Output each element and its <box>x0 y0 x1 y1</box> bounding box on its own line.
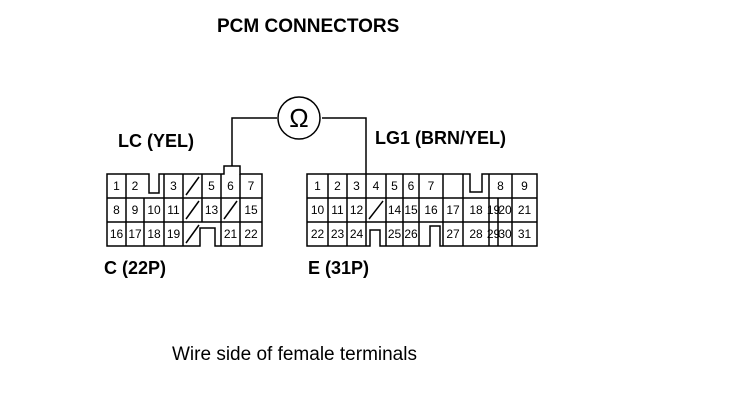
pin-number: 21 <box>224 227 238 241</box>
pin-number: 19 <box>487 203 501 217</box>
lead-wire-left <box>231 117 277 166</box>
pin-number: 14 <box>388 203 402 217</box>
pin-number: 5 <box>391 179 398 193</box>
pin-number: 10 <box>147 203 161 217</box>
pin-number: 11 <box>331 203 344 217</box>
pin-number: 22 <box>244 227 258 241</box>
pin-number: 20 <box>498 203 512 217</box>
pin-number: 29 <box>487 227 501 241</box>
diagram-title: PCM CONNECTORS <box>217 16 400 37</box>
pin-number: 11 <box>167 203 180 217</box>
pin-number: 2 <box>334 179 341 193</box>
pin-number: 18 <box>469 203 483 217</box>
connector-c-wire-label: LC (YEL) <box>118 131 194 151</box>
blank-pin-slash <box>185 200 200 220</box>
pin-number: 10 <box>311 203 325 217</box>
blank-pin-slash <box>185 176 200 196</box>
pin-number: 13 <box>205 203 219 217</box>
pin-number: 8 <box>113 203 120 217</box>
ohm-symbol: Ω <box>289 103 308 133</box>
lead-wire-right <box>322 117 367 174</box>
pin-number: 16 <box>110 227 124 241</box>
connector-e-grid <box>307 174 537 246</box>
pin-number: 7 <box>248 179 255 193</box>
pin-number: 17 <box>128 227 142 241</box>
pin-number: 18 <box>147 227 161 241</box>
connector-c-grid <box>107 174 262 246</box>
pin-number: 21 <box>518 203 532 217</box>
pin-number: 4 <box>373 179 380 193</box>
pin-number: 9 <box>132 203 139 217</box>
pin-number: 30 <box>498 227 512 241</box>
pin-number: 8 <box>497 179 504 193</box>
connector-c-name: C (22P) <box>104 258 167 278</box>
pin-number: 3 <box>353 179 360 193</box>
pin-number: 3 <box>170 179 177 193</box>
pin-number: 15 <box>404 203 418 217</box>
pin-number: 19 <box>167 227 181 241</box>
pin-number: 5 <box>208 179 215 193</box>
pin-number: 23 <box>331 227 345 241</box>
pin-number: 24 <box>350 227 364 241</box>
pin-number: 28 <box>469 227 483 241</box>
pin-number: 1 <box>314 179 321 193</box>
pin-number: 9 <box>521 179 528 193</box>
pin-number: 27 <box>446 227 460 241</box>
pin-number: 12 <box>350 203 364 217</box>
pin-number: 6 <box>227 179 234 193</box>
pin-number: 1 <box>113 179 120 193</box>
connector-e-wire-label: LG1 (BRN/YEL) <box>375 128 507 148</box>
pin-number: 22 <box>311 227 325 241</box>
pin-number: 2 <box>132 179 139 193</box>
pin-number: 7 <box>428 179 435 193</box>
pin-number: 31 <box>518 227 532 241</box>
pin-number: 16 <box>424 203 438 217</box>
pin-number: 25 <box>388 227 402 241</box>
pin-number: 26 <box>404 227 418 241</box>
ohmmeter-circle <box>277 96 321 140</box>
pin-number: 6 <box>408 179 415 193</box>
footnote: Wire side of female terminals <box>172 344 417 365</box>
blank-pin-slash <box>368 200 384 220</box>
blank-pin-slash <box>185 224 200 244</box>
connector-e-outline <box>306 173 538 247</box>
blank-pin-slash <box>223 200 238 220</box>
pin-number: 15 <box>244 203 258 217</box>
pin-number: 17 <box>446 203 460 217</box>
connector-e-name: E (31P) <box>308 258 370 278</box>
